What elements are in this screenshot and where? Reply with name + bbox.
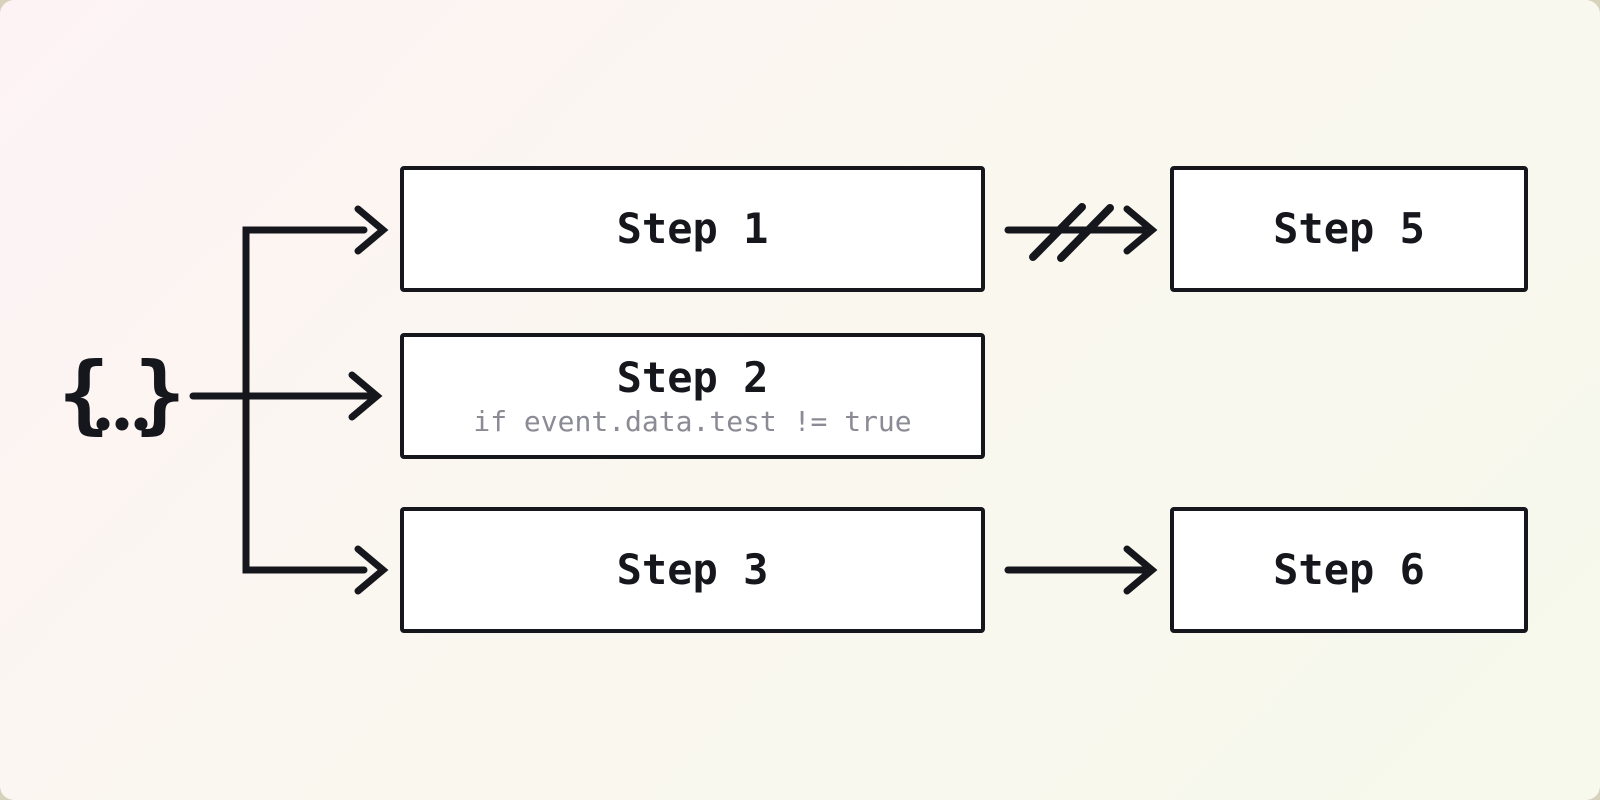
edge-step3-step6: [1004, 545, 1158, 595]
ellipsis-dot: [134, 417, 148, 431]
node-step-5-label: Step 5: [1273, 203, 1425, 253]
node-step-6-label: Step 6: [1273, 544, 1425, 594]
node-step-3-label: Step 3: [616, 544, 769, 594]
close-brace-glyph: }: [134, 344, 186, 444]
node-step-6: Step 6: [1170, 507, 1528, 633]
cancel-slash-icon: [1029, 203, 1086, 261]
event-payload-icon: { }: [58, 344, 186, 444]
arrowhead-step2-icon: [348, 371, 383, 421]
arrowhead-step3-icon: [354, 545, 389, 595]
node-step-5: Step 5: [1170, 166, 1528, 292]
node-step-2-condition: if event.data.test != true: [473, 404, 912, 438]
edge-source-branch-trunk: [242, 226, 368, 574]
cancel-slash-icon: [1057, 204, 1114, 262]
node-step-3: Step 3: [400, 507, 985, 633]
edge-step1-step5-cancelled: [1004, 203, 1158, 262]
arrowhead-step1-icon: [354, 205, 389, 255]
node-step-1: Step 1: [400, 166, 985, 292]
node-step-1-label: Step 1: [616, 203, 769, 253]
ellipsis-dot: [115, 417, 129, 431]
arrowhead-step5-icon: [1123, 205, 1158, 255]
node-step-2: Step 2 if event.data.test != true: [400, 333, 985, 459]
node-step-2-label: Step 2: [616, 353, 769, 403]
ellipsis-dot: [96, 417, 110, 431]
arrowhead-step6-icon: [1123, 545, 1158, 595]
